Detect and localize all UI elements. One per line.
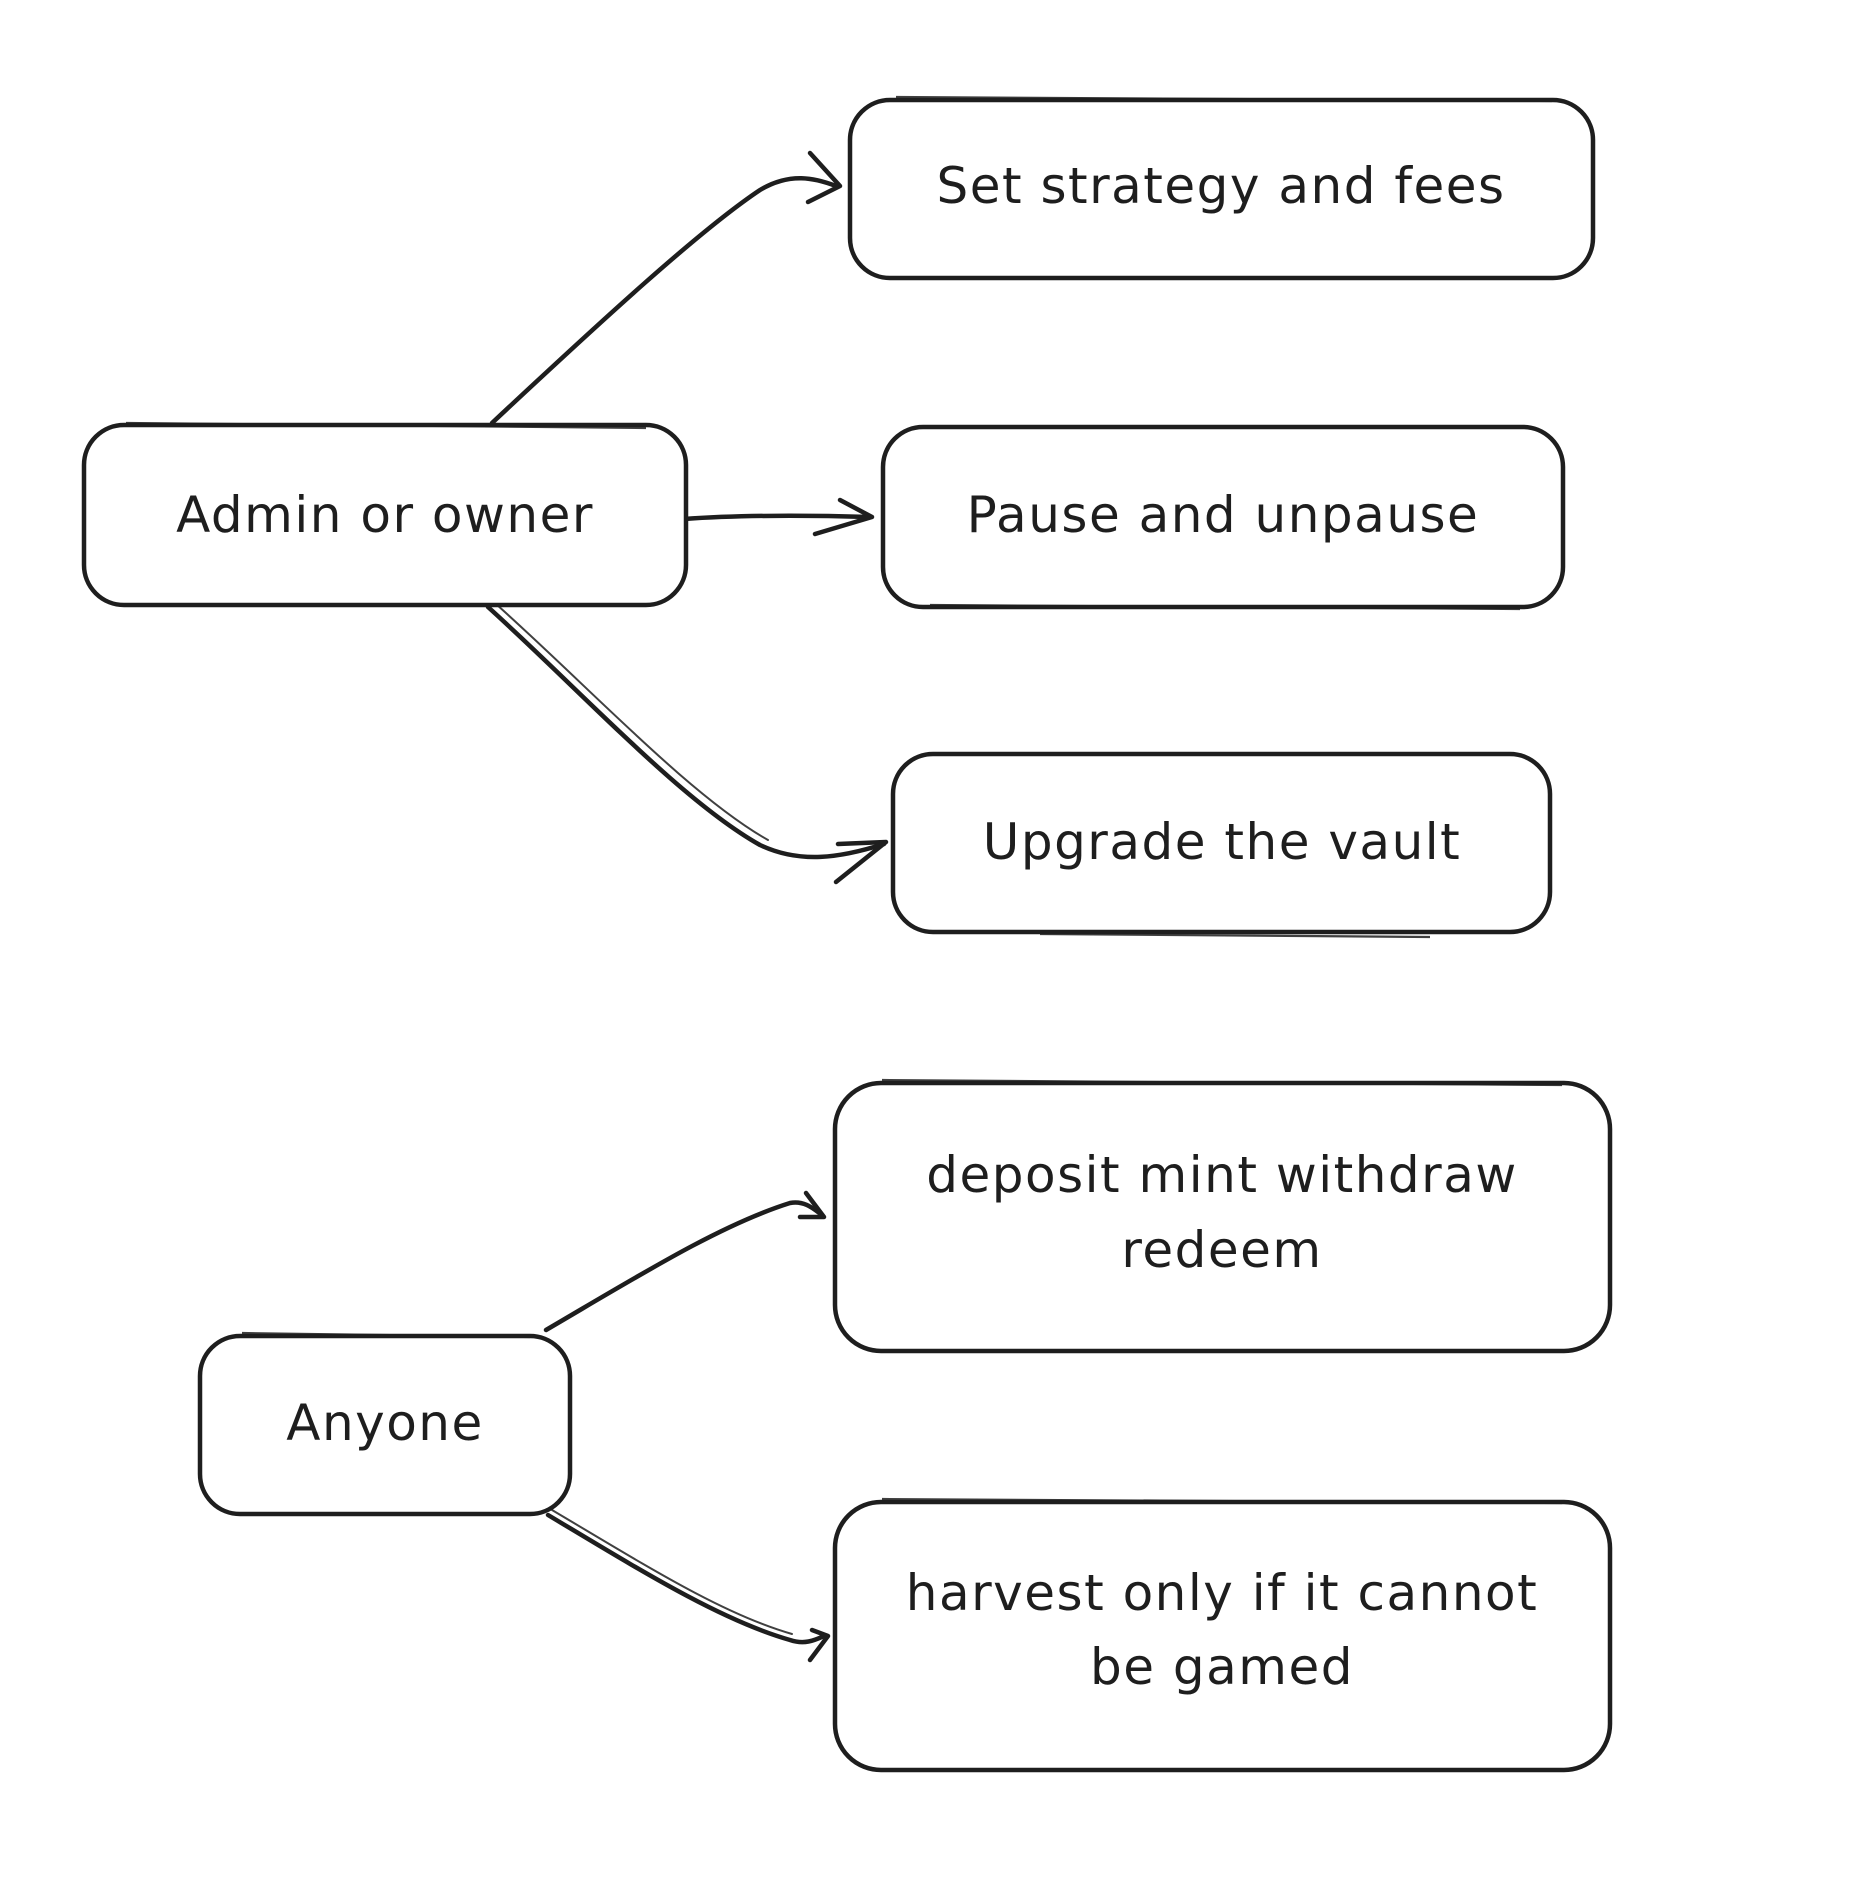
- node-set-strategy-and-fees[interactable]: Set strategy and fees: [847, 95, 1596, 281]
- node-harvest-label-line-1: harvest only if it cannot: [906, 1564, 1538, 1622]
- edge-anyone-to-harvest: [545, 1509, 831, 1663]
- node-pause-and-unpause[interactable]: Pause and unpause: [880, 424, 1566, 611]
- node-pause-and-unpause-label: Pause and unpause: [967, 486, 1480, 544]
- node-admin-or-owner-label: Admin or owner: [176, 486, 594, 544]
- node-deposit-mint-withdraw-redeem[interactable]: deposit mint withdraw redeem: [832, 1078, 1613, 1354]
- node-anyone[interactable]: Anyone: [197, 1331, 573, 1517]
- node-upgrade-the-vault-label: Upgrade the vault: [983, 813, 1462, 871]
- edge-admin-to-set-strategy: [489, 150, 843, 426]
- node-set-strategy-and-fees-label: Set strategy and fees: [936, 157, 1505, 215]
- edge-admin-to-upgrade: [485, 603, 889, 885]
- node-deposit-label-line-1: deposit mint withdraw: [926, 1146, 1517, 1204]
- node-anyone-label: Anyone: [286, 1394, 484, 1452]
- node-deposit-label-line-2: redeem: [1121, 1221, 1322, 1279]
- node-harvest-only-if-it-cannot-be-gamed[interactable]: harvest only if it cannot be gamed: [832, 1497, 1613, 1773]
- node-upgrade-the-vault[interactable]: Upgrade the vault: [890, 751, 1553, 939]
- node-harvest-label-line-2: be gamed: [1090, 1638, 1354, 1696]
- node-admin-or-owner[interactable]: Admin or owner: [81, 421, 689, 608]
- edge-anyone-to-deposit: [543, 1190, 827, 1333]
- edge-admin-to-pause: [681, 497, 875, 537]
